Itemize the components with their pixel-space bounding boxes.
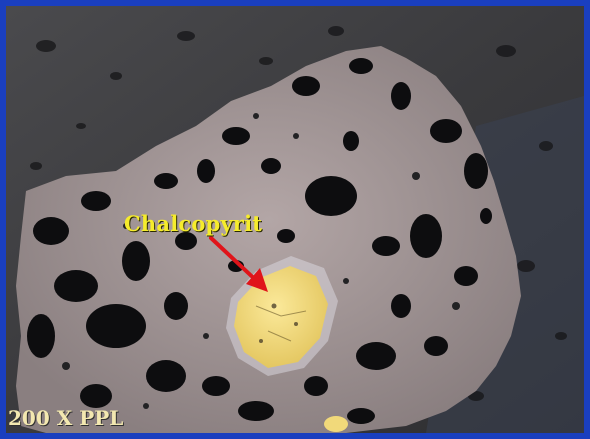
pores	[27, 58, 492, 424]
pointer-arrow	[209, 236, 268, 292]
micrograph-image	[6, 6, 584, 433]
mineral-label: Chalcopyrit	[124, 211, 263, 236]
small-sulfide-grain	[324, 416, 348, 432]
magnification-label: 200 X PPL	[8, 406, 124, 430]
chalcopyrite-grain	[234, 266, 328, 368]
